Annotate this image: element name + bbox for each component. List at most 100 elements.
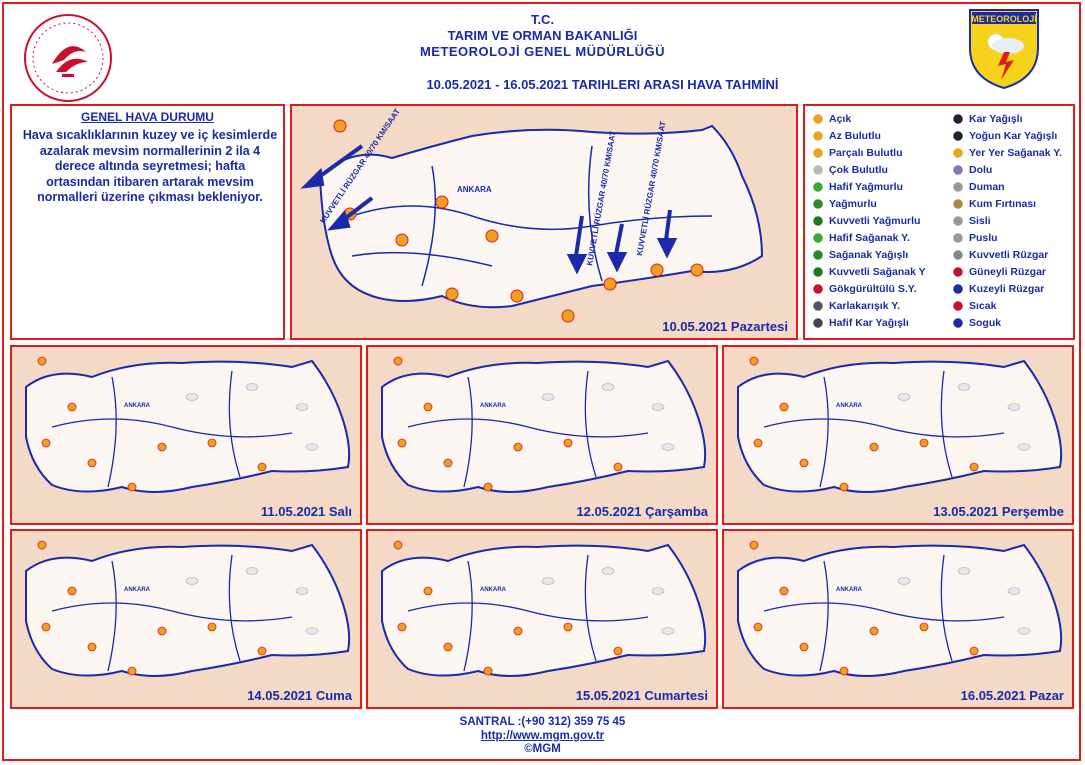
sun-icons — [749, 540, 979, 676]
city-label-ankara: ANKARA — [480, 587, 507, 593]
cloud-icons — [541, 383, 675, 451]
legend-label: Gökgürültülü S.Y. — [829, 283, 917, 295]
legend-symbol-icon — [811, 316, 825, 330]
legend-item: Kum Fırtınası — [951, 197, 1036, 211]
footer-phone: SANTRAL :(+90 312) 359 75 45 — [459, 716, 626, 728]
sun-icon — [650, 263, 664, 277]
day-map-date: 16.05.2021 Pazar — [960, 688, 1064, 703]
turkey-outline — [25, 359, 351, 493]
footer-copyright: ©MGM — [524, 743, 561, 755]
turkey-outline — [737, 543, 1063, 677]
day-map-svg: ANKARA — [381, 356, 707, 493]
sun-icon — [435, 195, 449, 209]
wind-arrow-head — [656, 238, 678, 259]
wind-arrow-head — [300, 167, 325, 189]
header-directorate: METEOROLOJİ GENEL MÜDÜRLÜĞÜ — [419, 44, 666, 59]
day-map-svg: ANKARA — [25, 356, 351, 493]
sun-icons — [393, 356, 623, 492]
cloud-icons — [185, 567, 319, 635]
legend-label: Sağanak Yağışlı — [829, 249, 909, 261]
legend-label: Hafif Sağanak Y. — [829, 232, 910, 244]
legend-item: Güneyli Rüzgar — [951, 265, 1046, 279]
city-label-ankara: ANKARA — [836, 403, 863, 409]
cloud-icons — [897, 567, 1031, 635]
general-weather-panel: GENEL HAVA DURUMU Hava sıcaklıklarının k… — [10, 104, 285, 340]
legend-item: Sisli — [951, 214, 991, 228]
legend-item: Hafif Sağanak Y. — [811, 231, 910, 245]
region-border — [351, 205, 713, 231]
sun-icon — [333, 119, 347, 133]
legend-symbol-icon — [951, 112, 965, 126]
sun-icons — [749, 356, 979, 492]
wind-arrow-head — [566, 254, 588, 275]
sun-icon — [561, 309, 575, 323]
city-label-ankara: ANKARA — [457, 185, 492, 194]
legend-label: Kuvvetli Sağanak Y — [829, 266, 926, 278]
legend-symbol-icon — [951, 146, 965, 160]
turkey-outline — [737, 359, 1063, 493]
legend-label: Hafif Kar Yağışlı — [829, 317, 909, 329]
legend-symbol-icon — [951, 129, 965, 143]
legend-item: Puslu — [951, 231, 998, 245]
legend-label: Dolu — [969, 164, 993, 176]
sun-icon — [510, 289, 524, 303]
legend-symbol-icon — [811, 163, 825, 177]
legend-label: Kum Fırtınası — [969, 198, 1037, 210]
main-map-date: 10.05.2021 Pazartesi — [662, 319, 788, 334]
day-map-date: 11.05.2021 Salı — [260, 504, 352, 519]
legend-item: Kar Yağışlı — [951, 112, 1023, 126]
legend-item: Karlakarışık Y. — [811, 299, 900, 313]
legend-item: Yoğun Kar Yağışlı — [951, 129, 1057, 143]
city-label-ankara: ANKARA — [480, 403, 507, 409]
day-map-svg: ANKARA — [737, 356, 1063, 493]
legend-item: Soguk — [951, 316, 1001, 330]
legend-label: Yağmurlu — [829, 198, 877, 210]
turkey-outline — [381, 359, 707, 493]
sun-icon — [603, 277, 617, 291]
legend-label: Puslu — [969, 232, 998, 244]
legend-symbol-icon — [811, 299, 825, 313]
main-map-panel: ANKARA KUVVETLİ RÜZGAR 40/70 KM/SAAT KUV… — [290, 104, 798, 340]
legend-item: Dolu — [951, 163, 992, 177]
general-weather-text: Hava sıcaklıklarının kuzey ve iç kesimle… — [22, 128, 278, 204]
day-map-panel: ANKARA 13.05.2021 Perşembe — [722, 345, 1074, 525]
legend-item: Yer Yer Sağanak Y. — [951, 146, 1062, 160]
legend-symbol-icon — [811, 231, 825, 245]
day-map-date: 15.05.2021 Cumartesi — [575, 688, 708, 703]
legend-symbol-icon — [811, 214, 825, 228]
ministry-seal-logo — [24, 14, 112, 102]
legend-item: Az Bulutlu — [811, 129, 881, 143]
cloud-icons — [541, 567, 675, 635]
legend-label: Kar Yağışlı — [969, 113, 1023, 125]
region-border — [421, 165, 437, 287]
legend-item: Gökgürültülü S.Y. — [811, 282, 917, 296]
general-weather-title: GENEL HAVA DURUMU — [81, 110, 214, 124]
day-map-date: 13.05.2021 Perşembe — [933, 504, 1064, 519]
legend-symbol-icon — [951, 163, 965, 177]
region-border — [587, 145, 603, 282]
header-ministry: TARIM VE ORMAN BAKANLIĞI — [447, 28, 638, 43]
sun-icons — [333, 119, 704, 323]
legend-label: Sisli — [969, 215, 991, 227]
legend-symbol-icon — [951, 299, 965, 313]
legend-label: Kuvvetli Yağmurlu — [829, 215, 921, 227]
legend-item: Kuzeyli Rüzgar — [951, 282, 1044, 296]
legend-item: Kuvvetli Sağanak Y — [811, 265, 926, 279]
legend-item: Parçalı Bulutlu — [811, 146, 903, 160]
legend-symbol-icon — [811, 180, 825, 194]
sun-icon — [485, 229, 499, 243]
legend-label: Kuzeyli Rüzgar — [969, 283, 1045, 295]
footer-url[interactable]: http://www.mgm.gov.tr — [480, 730, 605, 742]
wind-arrow-head — [327, 210, 351, 231]
legend-item: Çok Bulutlu — [811, 163, 888, 177]
day-map-panel: ANKARA 15.05.2021 Cumartesi — [366, 529, 718, 709]
wind-arrows — [300, 144, 678, 275]
day-map-svg: ANKARA — [25, 540, 351, 677]
legend-label: Sıcak — [969, 300, 997, 312]
legend-symbol-icon — [811, 112, 825, 126]
legend-item: Kuvvetli Rüzgar — [951, 248, 1048, 262]
legend-item: Hafif Kar Yağışlı — [811, 316, 909, 330]
